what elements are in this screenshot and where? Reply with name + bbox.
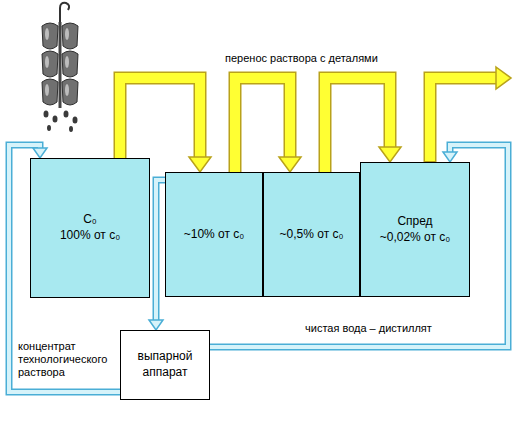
arrow-head xyxy=(33,148,47,158)
pipe-connector xyxy=(149,180,165,330)
connector-body xyxy=(325,78,390,172)
node-text: Cпред xyxy=(397,214,432,230)
arrow-head xyxy=(379,147,401,162)
rinse-tank: Cпред~0,02% от c₀ xyxy=(360,162,470,297)
arrow-head xyxy=(189,157,211,172)
connector-outline xyxy=(156,180,165,321)
connector-body xyxy=(156,180,165,321)
rinse-tank: ~10% от c₀ xyxy=(165,172,263,297)
connector-outline xyxy=(325,78,390,172)
connector-outline xyxy=(120,78,200,158)
arrow-head xyxy=(149,320,163,330)
pipe-label: концентрат технологического раствора xyxy=(18,340,118,380)
rack-hook xyxy=(60,3,69,24)
node-text: ~0,5% от c₀ xyxy=(280,227,344,243)
transfer-arrow xyxy=(325,78,401,172)
transfer-arrow xyxy=(235,78,301,172)
part-highlights xyxy=(45,28,69,96)
process-label: перенос раствора с деталями xyxy=(225,52,378,65)
arrow-head xyxy=(279,157,301,172)
plated-parts xyxy=(42,23,78,105)
pipe-label: чистая вода – дистиллят xyxy=(305,322,432,335)
drops xyxy=(44,111,78,133)
part-rack xyxy=(42,3,78,132)
arrow-head xyxy=(443,152,457,162)
node-text: 100% от c₀ xyxy=(60,228,120,244)
node-text: ~0,02% от c₀ xyxy=(380,230,451,246)
node-text: ~10% от c₀ xyxy=(184,227,245,243)
evaporator-box: выпарной аппарат xyxy=(120,330,210,400)
rack-bar xyxy=(59,22,62,108)
rinse-tank: ~0,5% от c₀ xyxy=(263,172,360,297)
node-text: выпарной аппарат xyxy=(127,349,203,380)
rinse-tank: C₀100% от c₀ xyxy=(30,158,150,298)
connector-body xyxy=(120,78,200,158)
node-text: C₀ xyxy=(83,212,97,228)
